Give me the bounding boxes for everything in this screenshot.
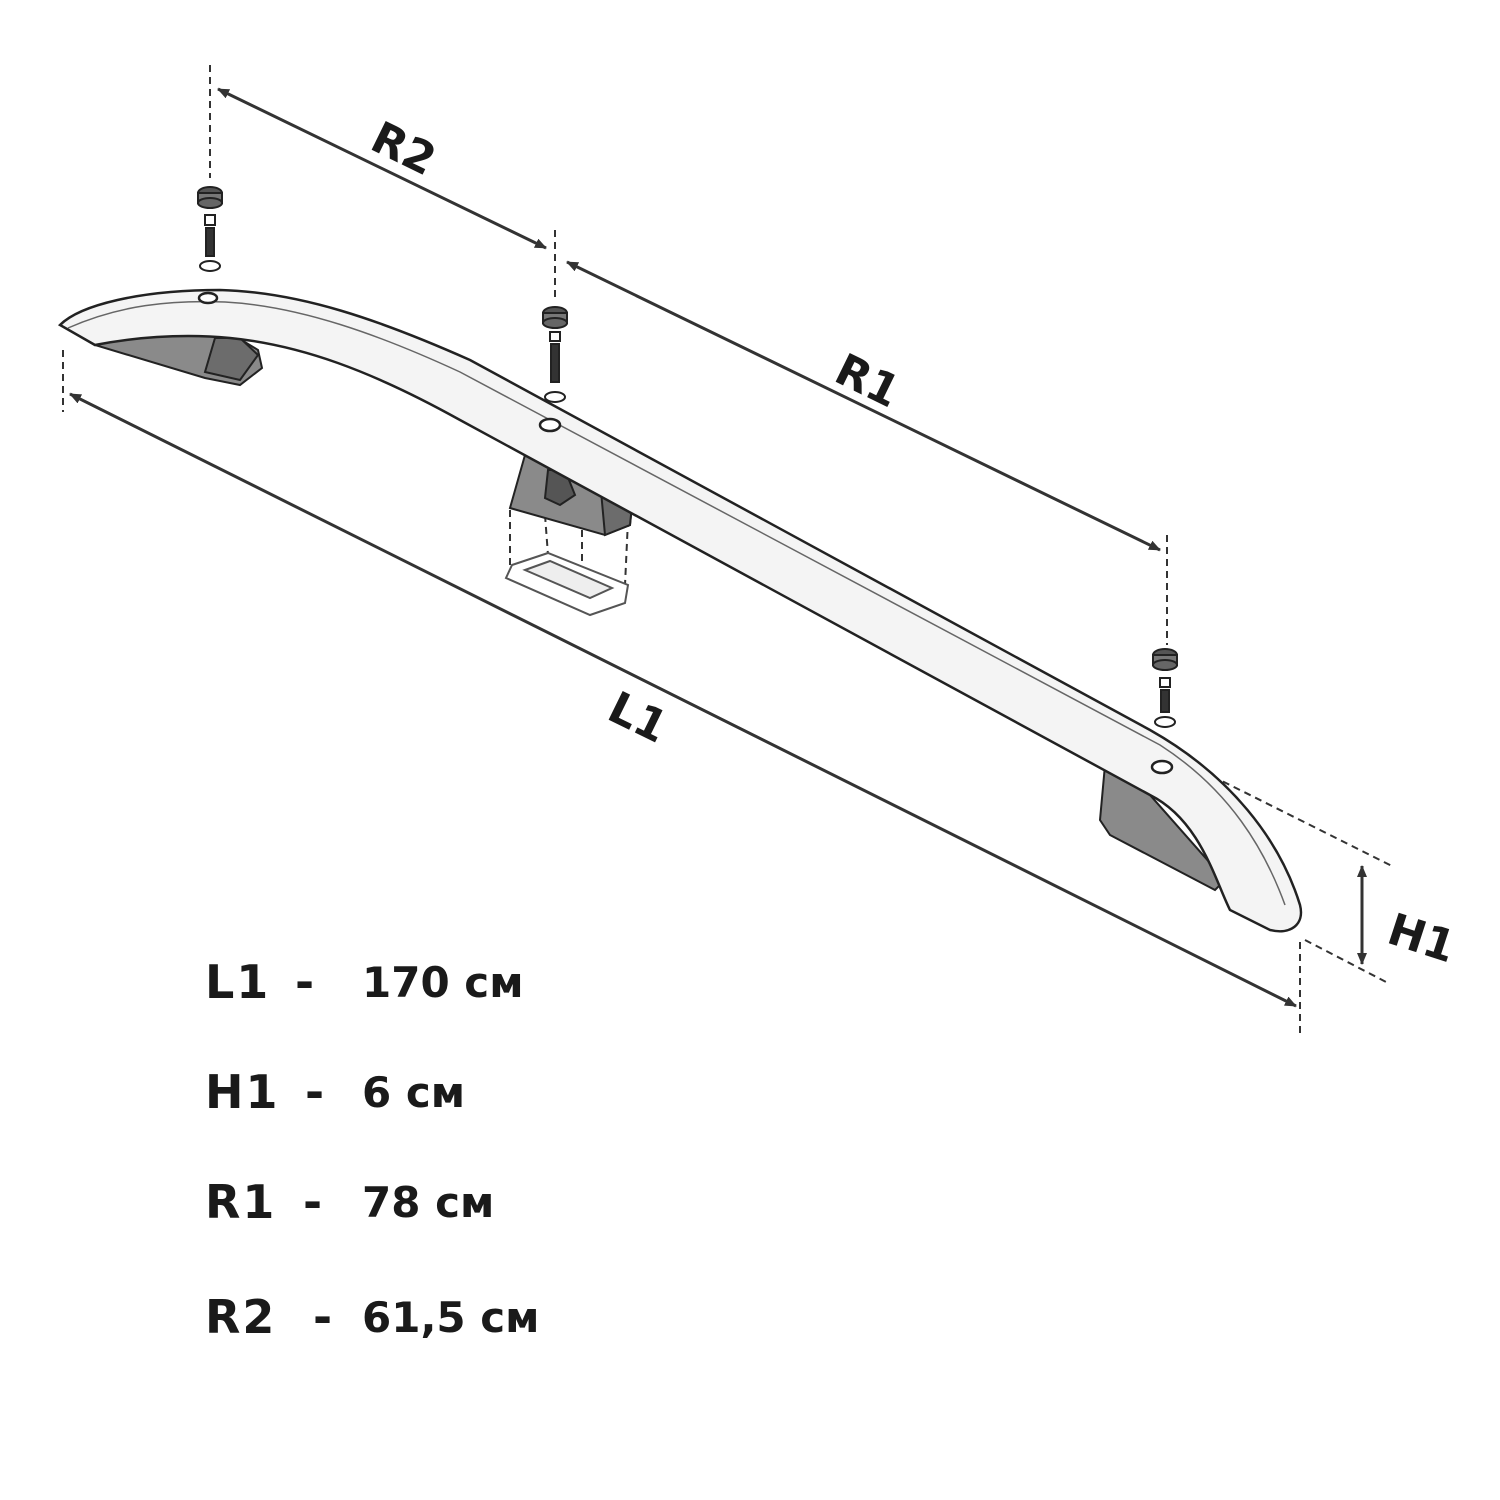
legend-separator: - (303, 1175, 323, 1229)
legend-separator: - (295, 955, 315, 1009)
legend-label: L1 (205, 955, 271, 1009)
bolt-right (1152, 648, 1178, 728)
dimension-arrows (69, 87, 1367, 1008)
legend-label: R1 (205, 1175, 277, 1229)
legend-label: H1 (205, 1065, 280, 1119)
r2-label: R2 (363, 112, 443, 186)
r1-label: R1 (827, 344, 907, 418)
l1-label: L1 (600, 682, 675, 754)
base-plate (504, 551, 630, 617)
legend-separator: - (313, 1290, 333, 1344)
r2-arrow (217, 87, 547, 250)
rail-feet (93, 328, 1227, 892)
bolt-left (197, 186, 223, 272)
h1-label: H1 (1382, 904, 1462, 973)
roof-rail (57, 288, 1303, 933)
l1-arrow (69, 392, 1297, 1008)
legend-separator: - (305, 1065, 325, 1119)
bolt-assemblies (197, 186, 1178, 728)
legend-value: 170 см (362, 958, 524, 1007)
legend-value: 6 см (362, 1068, 466, 1117)
legend-label: R2 (205, 1290, 277, 1344)
legend-value: 61,5 см (362, 1293, 540, 1342)
bolt-middle (542, 306, 568, 403)
legend-value: 78 см (362, 1178, 495, 1227)
